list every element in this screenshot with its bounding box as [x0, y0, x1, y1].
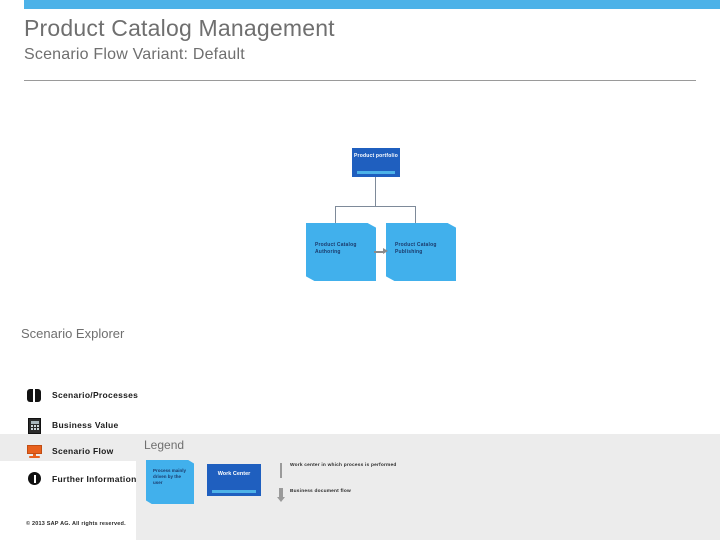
sidebar-item-label: Business Value	[52, 420, 119, 430]
info-icon	[26, 470, 44, 488]
diagram-flow-product-catalog-publishing[interactable]: Product Catalog Publishing	[386, 223, 456, 281]
node-underbar	[357, 171, 395, 174]
legend-entry-document-flow: Business document flow	[276, 488, 351, 506]
scenario-explorer-title: Scenario Explorer	[21, 326, 125, 341]
down-arrow-icon	[276, 488, 286, 506]
connector-right-drop	[415, 206, 416, 223]
legend-entry-text: Work center in which process is performe…	[290, 463, 397, 468]
top-accent-bar	[24, 0, 720, 9]
header-divider	[24, 80, 696, 81]
flow-label: Product Catalog Authoring	[315, 242, 357, 255]
page-title: Product Catalog Management	[24, 15, 335, 41]
sidebar-item-label: Scenario/Processes	[52, 390, 139, 400]
legend-process-shape: Process mainly driven by the user	[146, 460, 194, 504]
node-underbar	[212, 490, 256, 493]
diagram-node-product-portfolio[interactable]: Product portfolio	[352, 148, 400, 177]
legend-entry-work-center: Work center in which process is performe…	[276, 462, 396, 480]
pages-icon	[26, 386, 44, 404]
legend-title: Legend	[144, 438, 185, 452]
flow-arrow-icon	[374, 248, 388, 255]
flow-label: Product Catalog Publishing	[395, 242, 437, 255]
copyright-text: © 2013 SAP AG. All rights reserved.	[26, 521, 126, 527]
sidebar-item-label: Scenario Flow	[52, 446, 114, 456]
sidebar-item-label: Further Information	[52, 474, 137, 484]
sidebar-item-scenario-processes[interactable]: Scenario/Processes	[0, 382, 139, 408]
calculator-icon	[26, 416, 44, 434]
vertical-line-icon	[276, 462, 286, 480]
sidebar-item-scenario-flow[interactable]: Scenario Flow	[0, 438, 136, 464]
legend-panel: Legend Process mainly driven by the user…	[136, 434, 720, 540]
monitor-icon	[26, 442, 44, 460]
diagram-node-label: Product portfolio	[354, 153, 398, 159]
legend-entry-text: Business document flow	[290, 489, 351, 494]
legend-process-label: Process mainly driven by the user	[153, 468, 187, 485]
page-subtitle: Scenario Flow Variant: Default	[24, 46, 245, 63]
sidebar-item-further-information[interactable]: Further Information	[0, 466, 136, 492]
legend-work-center-label: Work Center	[217, 471, 251, 477]
sidebar-item-business-value[interactable]: Business Value	[0, 412, 136, 438]
diagram-flow-product-catalog-authoring[interactable]: Product Catalog Authoring	[306, 223, 376, 281]
connector-stem	[375, 177, 376, 206]
connector-horizontal	[335, 206, 416, 207]
page-header: Product Catalog Management Scenario Flow…	[24, 14, 696, 66]
legend-work-center-shape: Work Center	[207, 464, 261, 496]
scenario-flow-diagram: Product portfolio Product Catalog Author…	[296, 140, 496, 300]
connector-left-drop	[335, 206, 336, 223]
